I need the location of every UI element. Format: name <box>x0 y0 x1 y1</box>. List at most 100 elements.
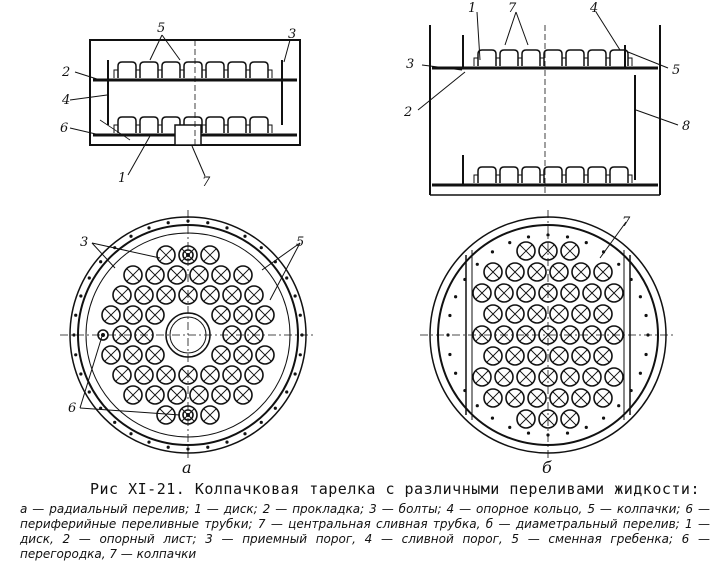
bubble-cap <box>183 61 203 78</box>
bubble-cap <box>560 409 580 429</box>
bubble-cap <box>255 305 275 325</box>
bubble-cap <box>587 49 607 66</box>
bolt <box>186 447 190 451</box>
bubble-cap <box>521 166 541 183</box>
bolt <box>638 295 642 299</box>
bubble-cap <box>527 388 547 408</box>
bubble-cap <box>145 305 165 325</box>
bubble-cap <box>543 166 563 183</box>
bubble-cap <box>123 305 143 325</box>
bubble-cap <box>200 285 220 305</box>
callout-left_section-3: 3 <box>288 27 296 42</box>
bolt <box>475 262 479 266</box>
bolt <box>147 440 151 444</box>
bolt <box>206 445 210 449</box>
bubble-cap <box>505 388 525 408</box>
peripheral-pipe <box>182 409 194 421</box>
callout-left_section-5: 5 <box>157 21 165 36</box>
bubble-cap <box>189 385 209 405</box>
bubble-cap <box>205 116 225 133</box>
bubble-cap <box>200 405 220 425</box>
bolt <box>72 333 76 337</box>
bubble-cap <box>565 49 585 66</box>
bolt <box>646 333 650 337</box>
bubble-cap <box>472 367 492 387</box>
subfigure-label-a: а <box>182 458 192 477</box>
bubble-cap <box>227 61 247 78</box>
bubble-cap <box>233 385 253 405</box>
bubble-cap <box>161 116 181 133</box>
bubble-cap <box>222 365 242 385</box>
callout-left_section-4: 4 <box>61 93 70 108</box>
bolt <box>273 406 277 410</box>
bubble-cap <box>249 116 269 133</box>
callout-right_plan-7: 7 <box>622 215 631 230</box>
bubble-cap <box>189 265 209 285</box>
callout-left_section-6: 6 <box>60 121 68 136</box>
subfigure-label-b: б <box>542 458 552 477</box>
peripheral-pipe <box>97 329 109 341</box>
bubble-cap <box>593 304 613 324</box>
bolt <box>74 313 78 317</box>
bolt <box>508 425 512 429</box>
bubble-cap <box>549 388 569 408</box>
bubble-cap <box>233 265 253 285</box>
bubble-cap <box>499 166 519 183</box>
callout-left_section-2: 2 <box>61 65 70 80</box>
bubble-cap <box>211 385 231 405</box>
bolt <box>79 372 83 376</box>
bubble-cap <box>211 265 231 285</box>
callout-left_section-7: 7 <box>202 175 211 190</box>
bolt <box>526 431 531 435</box>
bolt <box>454 295 458 299</box>
bubble-cap <box>211 345 231 365</box>
bubble-cap <box>505 346 525 366</box>
bubble-cap <box>483 388 503 408</box>
bubble-cap <box>156 285 176 305</box>
bubble-cap <box>178 245 198 265</box>
bubble-cap <box>527 304 547 324</box>
bubble-cap <box>593 388 613 408</box>
bolt <box>293 294 297 298</box>
bubble-cap <box>483 304 503 324</box>
bolt <box>87 390 91 394</box>
bolt <box>113 420 117 424</box>
peripheral-pipe <box>182 249 194 261</box>
callout-left_section-1: 1 <box>118 171 126 186</box>
bubble-cap <box>571 346 591 366</box>
bubble-cap <box>101 305 121 325</box>
bubble-cap <box>609 49 629 66</box>
bolt <box>186 219 190 223</box>
bubble-cap <box>112 285 132 305</box>
bolt <box>259 246 263 250</box>
bubble-cap <box>156 365 176 385</box>
bubble-cap <box>101 345 121 365</box>
bolt <box>508 241 512 245</box>
bubble-cap <box>145 385 165 405</box>
bubble-cap <box>477 49 497 66</box>
bolt <box>243 432 247 436</box>
bubble-cap <box>200 245 220 265</box>
bolt <box>629 277 633 282</box>
bubble-cap <box>156 245 176 265</box>
bubble-cap <box>205 61 225 78</box>
bubble-cap <box>123 265 143 285</box>
bubble-cap <box>123 345 143 365</box>
bubble-cap <box>117 116 137 133</box>
bolt <box>87 276 91 280</box>
bolt <box>584 425 588 429</box>
bubble-cap <box>593 262 613 282</box>
bubble-cap <box>560 367 580 387</box>
bubble-cap <box>472 283 492 303</box>
bubble-cap <box>571 388 591 408</box>
right-section-view <box>429 25 661 196</box>
bubble-cap <box>549 346 569 366</box>
bubble-cap <box>233 345 253 365</box>
bubble-cap <box>527 262 547 282</box>
bubble-cap <box>582 367 602 387</box>
bolt <box>285 390 289 394</box>
callout-right_section-1: 1 <box>468 1 476 16</box>
bubble-cap <box>477 166 497 183</box>
bolt <box>446 333 450 337</box>
bubble-cap <box>538 367 558 387</box>
